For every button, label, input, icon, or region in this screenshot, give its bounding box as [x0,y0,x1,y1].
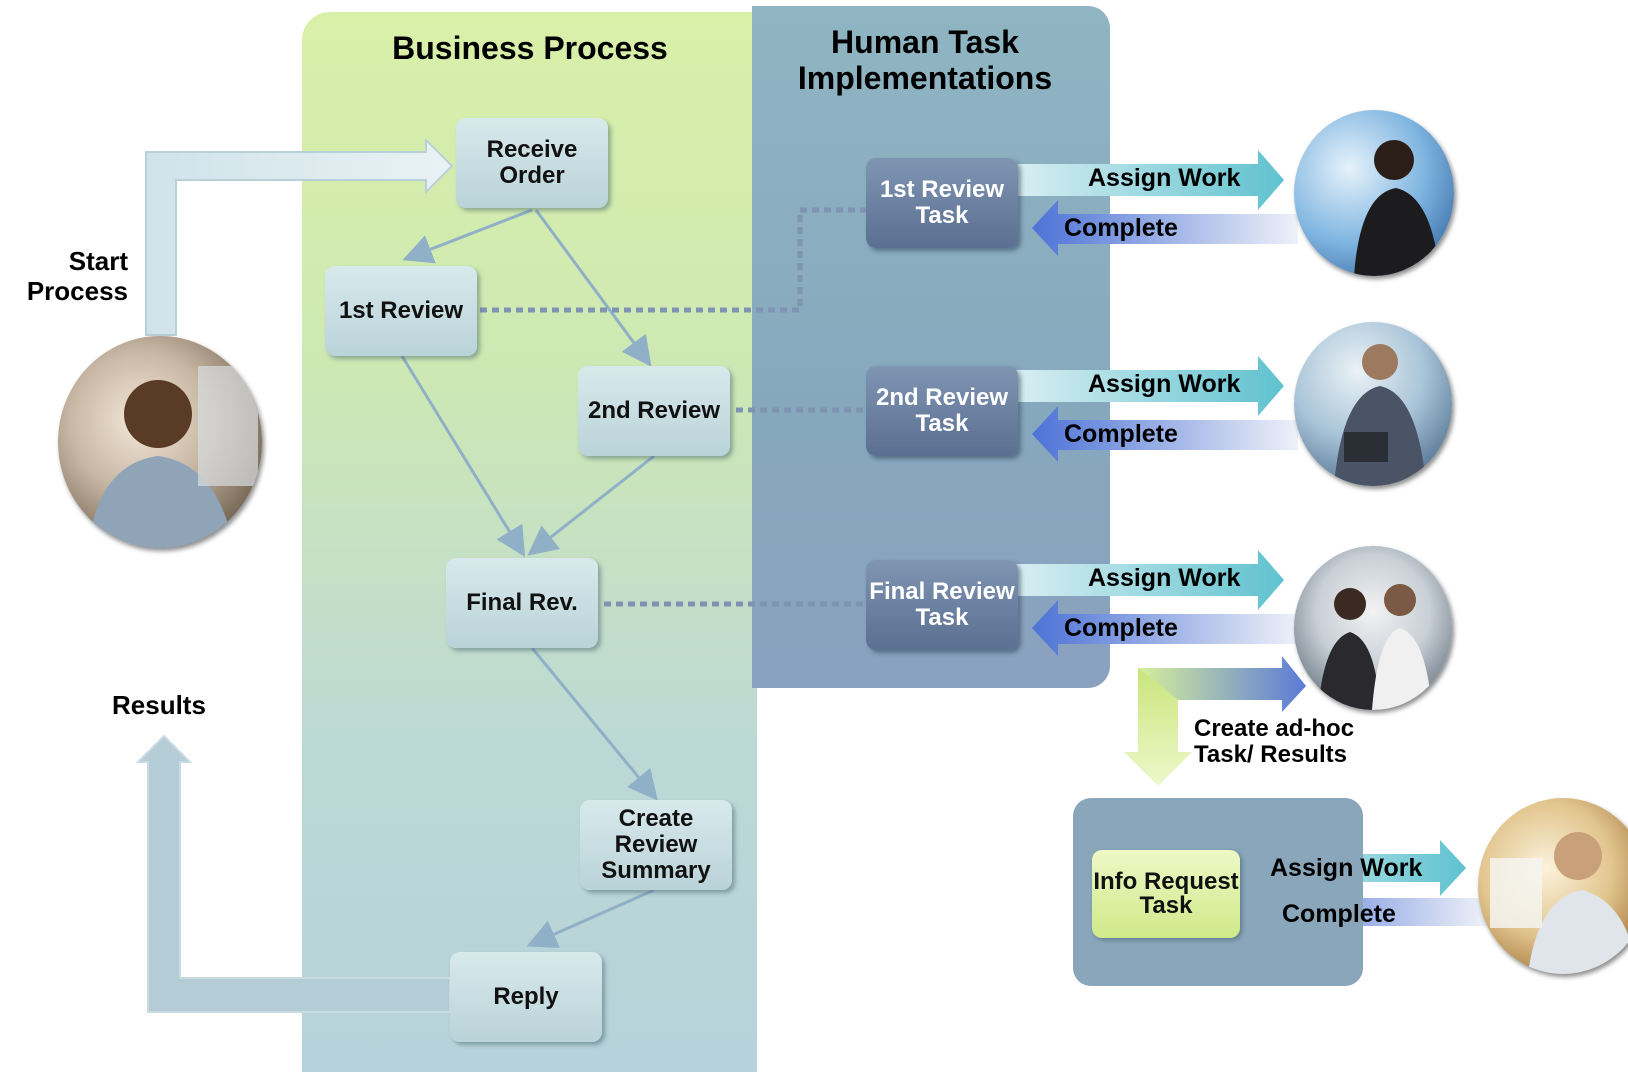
assign-arrow-1 [1016,150,1284,210]
start-user-photo [58,336,262,548]
complete-label-1: Complete [1064,214,1178,242]
person-icon [1354,140,1440,276]
reviewer-1-photo [1294,110,1454,276]
complete-label-2: Complete [1064,420,1178,448]
reviewer-2-photo [1294,322,1452,486]
first-review-task[interactable]: 1st Review Task [866,158,1018,248]
complete-arrow-3 [1032,600,1298,656]
person-icon [1490,832,1628,974]
human-task-title: Human Task Implementations [797,24,1053,96]
people-icon [1318,584,1432,710]
start-process-label: Start Process [26,246,128,306]
reply-node[interactable]: Reply [450,952,602,1042]
info-provider-photo [1478,798,1628,974]
complete-arrow-1 [1032,200,1298,256]
assign-arrow-3 [1016,550,1284,610]
receive-order-node[interactable]: Receive Order [456,118,608,208]
info-request-task[interactable]: Info Request Task [1092,850,1240,938]
first-review-node[interactable]: 1st Review [325,266,477,356]
complete-label-4: Complete [1282,900,1396,928]
adhoc-label: Create ad-hoc Task/ Results [1194,715,1355,768]
create-review-summary-node[interactable]: Create Review Summary [580,800,732,890]
person-icon [88,366,258,548]
assign-work-label-1: Assign Work [1088,164,1241,192]
process-flow-arrows [400,208,658,949]
start-process-arrow [145,137,454,336]
results-label: Results [112,690,206,720]
person-icon [1334,344,1426,486]
final-review-task[interactable]: Final Review Task [866,560,1018,650]
final-reviewers-photo [1294,546,1452,710]
second-review-node[interactable]: 2nd Review [578,366,730,456]
assign-work-label-3: Assign Work [1088,564,1241,592]
results-arrow [135,734,451,1013]
complete-label-3: Complete [1064,614,1178,642]
assign-arrow-2 [1016,356,1284,416]
second-review-task[interactable]: 2nd Review Task [866,366,1018,456]
assign-work-label-2: Assign Work [1088,370,1241,398]
task-links [480,207,866,607]
adhoc-arrow [1124,656,1306,786]
assign-work-label-4: Assign Work [1270,854,1423,882]
business-process-title: Business Process [392,30,668,66]
complete-arrow-2 [1032,406,1298,462]
final-review-node[interactable]: Final Rev. [446,558,598,648]
